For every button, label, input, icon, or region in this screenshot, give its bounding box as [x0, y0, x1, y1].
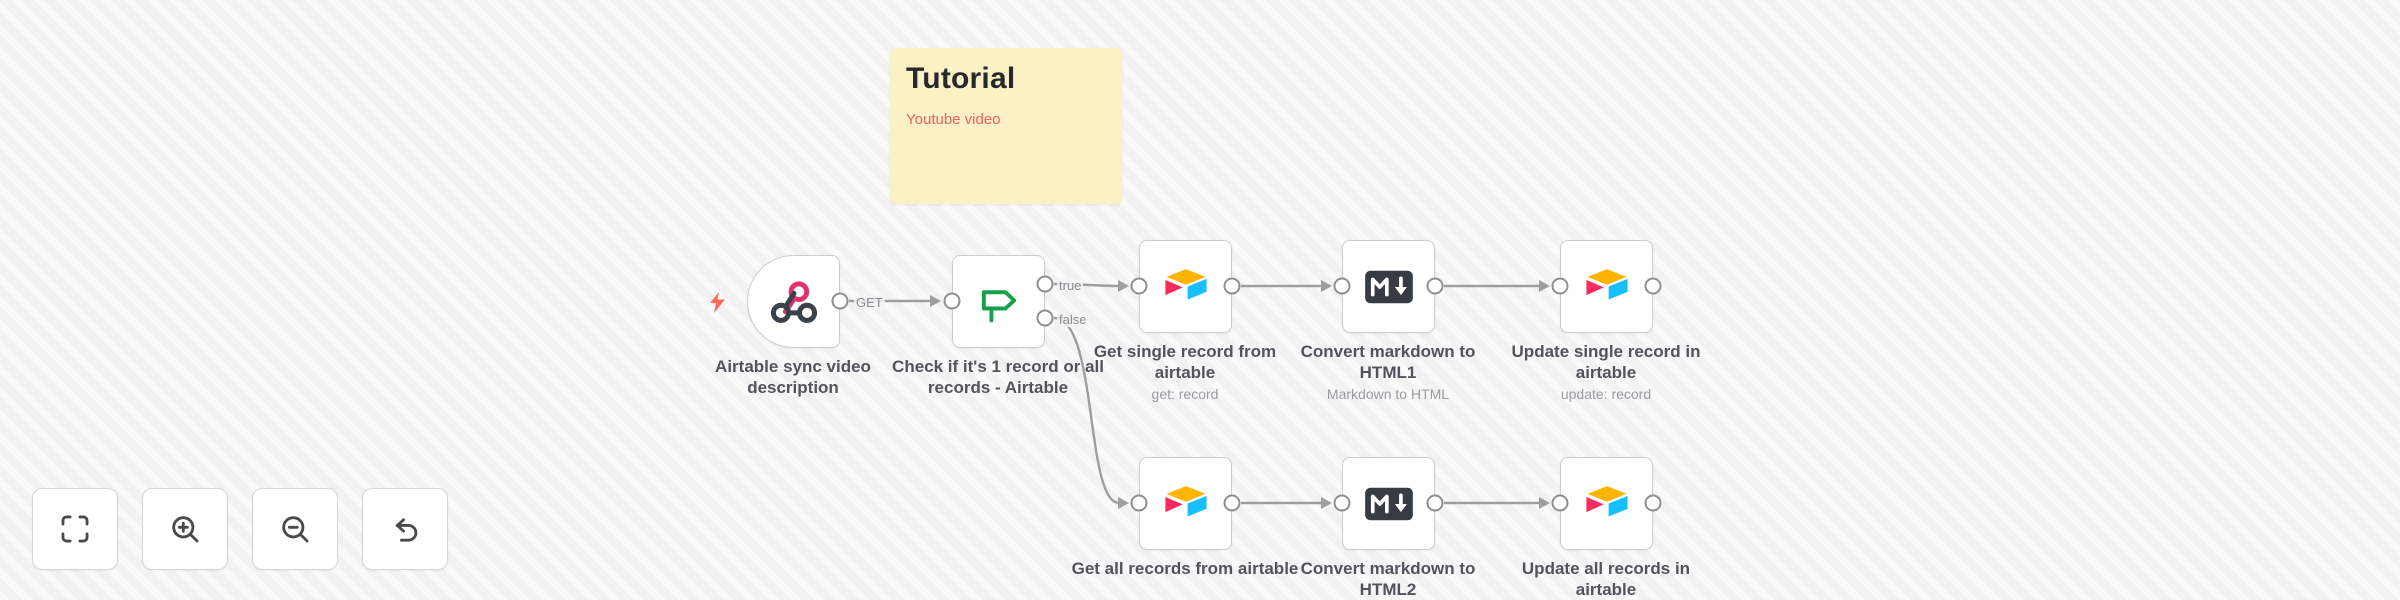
node-name: Convert markdown to HTML2 — [1300, 559, 1476, 599]
input-port[interactable] — [1130, 277, 1148, 295]
undo-button[interactable] — [362, 488, 448, 570]
node-name: Get all records from airtable — [1071, 559, 1299, 578]
input-port[interactable] — [1333, 277, 1351, 295]
node-label: Airtable sync video description — [678, 357, 908, 398]
node-update-all-records[interactable] — [1560, 457, 1653, 550]
input-port[interactable] — [1551, 277, 1569, 295]
input-port[interactable] — [943, 292, 961, 310]
airtable-icon — [1164, 268, 1207, 299]
node-name: Check if it's 1 record or all records - … — [892, 357, 1104, 397]
webhook-icon — [770, 280, 817, 323]
airtable-icon — [1585, 268, 1628, 299]
airtable-icon — [1585, 485, 1628, 516]
input-port[interactable] — [1130, 494, 1148, 512]
if-signpost-icon — [981, 289, 1016, 322]
zoom-out-icon — [282, 516, 309, 543]
node-subtitle: Markdown to HTML — [1326, 386, 1450, 403]
sticky-note-title: Tutorial — [906, 62, 1016, 95]
arrowhead — [930, 295, 941, 307]
node-label: Get single record from airtable get: rec… — [1070, 342, 1300, 404]
webhook-method-label: GET — [854, 295, 885, 310]
output-port[interactable] — [831, 292, 849, 310]
node-convert-markdown-2[interactable] — [1342, 457, 1435, 550]
zoom-in-icon — [172, 516, 199, 543]
arrowhead — [1321, 280, 1332, 292]
output-port[interactable] — [1426, 494, 1444, 512]
node-name: Update all records in airtable — [1521, 559, 1691, 599]
input-port[interactable] — [1551, 494, 1569, 512]
canvas-controls — [32, 488, 448, 570]
true-branch-label: true — [1057, 278, 1084, 293]
fit-view-icon — [61, 515, 89, 543]
output-port[interactable] — [1426, 277, 1444, 295]
node-name: Airtable sync video description — [715, 357, 871, 397]
output-port-false[interactable] — [1036, 309, 1054, 327]
node-get-single-record[interactable] — [1139, 240, 1232, 333]
node-label: Convert markdown to HTML1 Markdown to HT… — [1273, 342, 1503, 404]
arrowhead — [1539, 497, 1550, 509]
node-convert-markdown-1[interactable] — [1342, 240, 1435, 333]
output-port-true[interactable] — [1036, 275, 1054, 293]
arrowhead — [1321, 497, 1332, 509]
zoom-out-button[interactable] — [252, 488, 338, 570]
markdown-icon — [1364, 270, 1413, 303]
node-check-if-1-record[interactable] — [952, 255, 1045, 348]
airtable-icon — [1164, 485, 1207, 516]
node-label: Get all records from airtable — [1070, 559, 1300, 580]
output-port[interactable] — [1223, 494, 1241, 512]
arrowhead — [1539, 280, 1550, 292]
node-subtitle: update: record — [1560, 386, 1652, 403]
arrowhead — [1118, 280, 1129, 292]
node-subtitle: get: record — [1151, 386, 1219, 403]
node-update-single-record[interactable] — [1560, 240, 1653, 333]
sticky-note-link[interactable]: Youtube video — [906, 111, 1001, 128]
output-port[interactable] — [1223, 277, 1241, 295]
node-label: Update all records in airtable — [1491, 559, 1721, 600]
false-branch-label: false — [1057, 312, 1089, 327]
node-name: Get single record from airtable — [1093, 342, 1277, 382]
node-label: Update single record in airtable update:… — [1491, 342, 1721, 404]
arrowhead — [1118, 497, 1129, 509]
node-label: Convert markdown to HTML2 — [1273, 559, 1503, 600]
markdown-icon — [1364, 487, 1413, 520]
node-label: Check if it's 1 record or all records - … — [883, 357, 1113, 398]
zoom-in-button[interactable] — [142, 488, 228, 570]
node-get-all-records[interactable] — [1139, 457, 1232, 550]
node-name: Convert markdown to HTML1 — [1300, 342, 1476, 382]
sticky-note[interactable]: Tutorial Youtube video — [890, 48, 1122, 204]
trigger-bolt-icon — [710, 292, 725, 313]
input-port[interactable] — [1333, 494, 1351, 512]
fit-view-button[interactable] — [32, 488, 118, 570]
output-port[interactable] — [1644, 277, 1662, 295]
node-name: Update single record in airtable — [1511, 342, 1701, 382]
undo-icon — [395, 518, 418, 542]
output-port[interactable] — [1644, 494, 1662, 512]
node-airtable-sync-video-description[interactable] — [747, 255, 840, 348]
